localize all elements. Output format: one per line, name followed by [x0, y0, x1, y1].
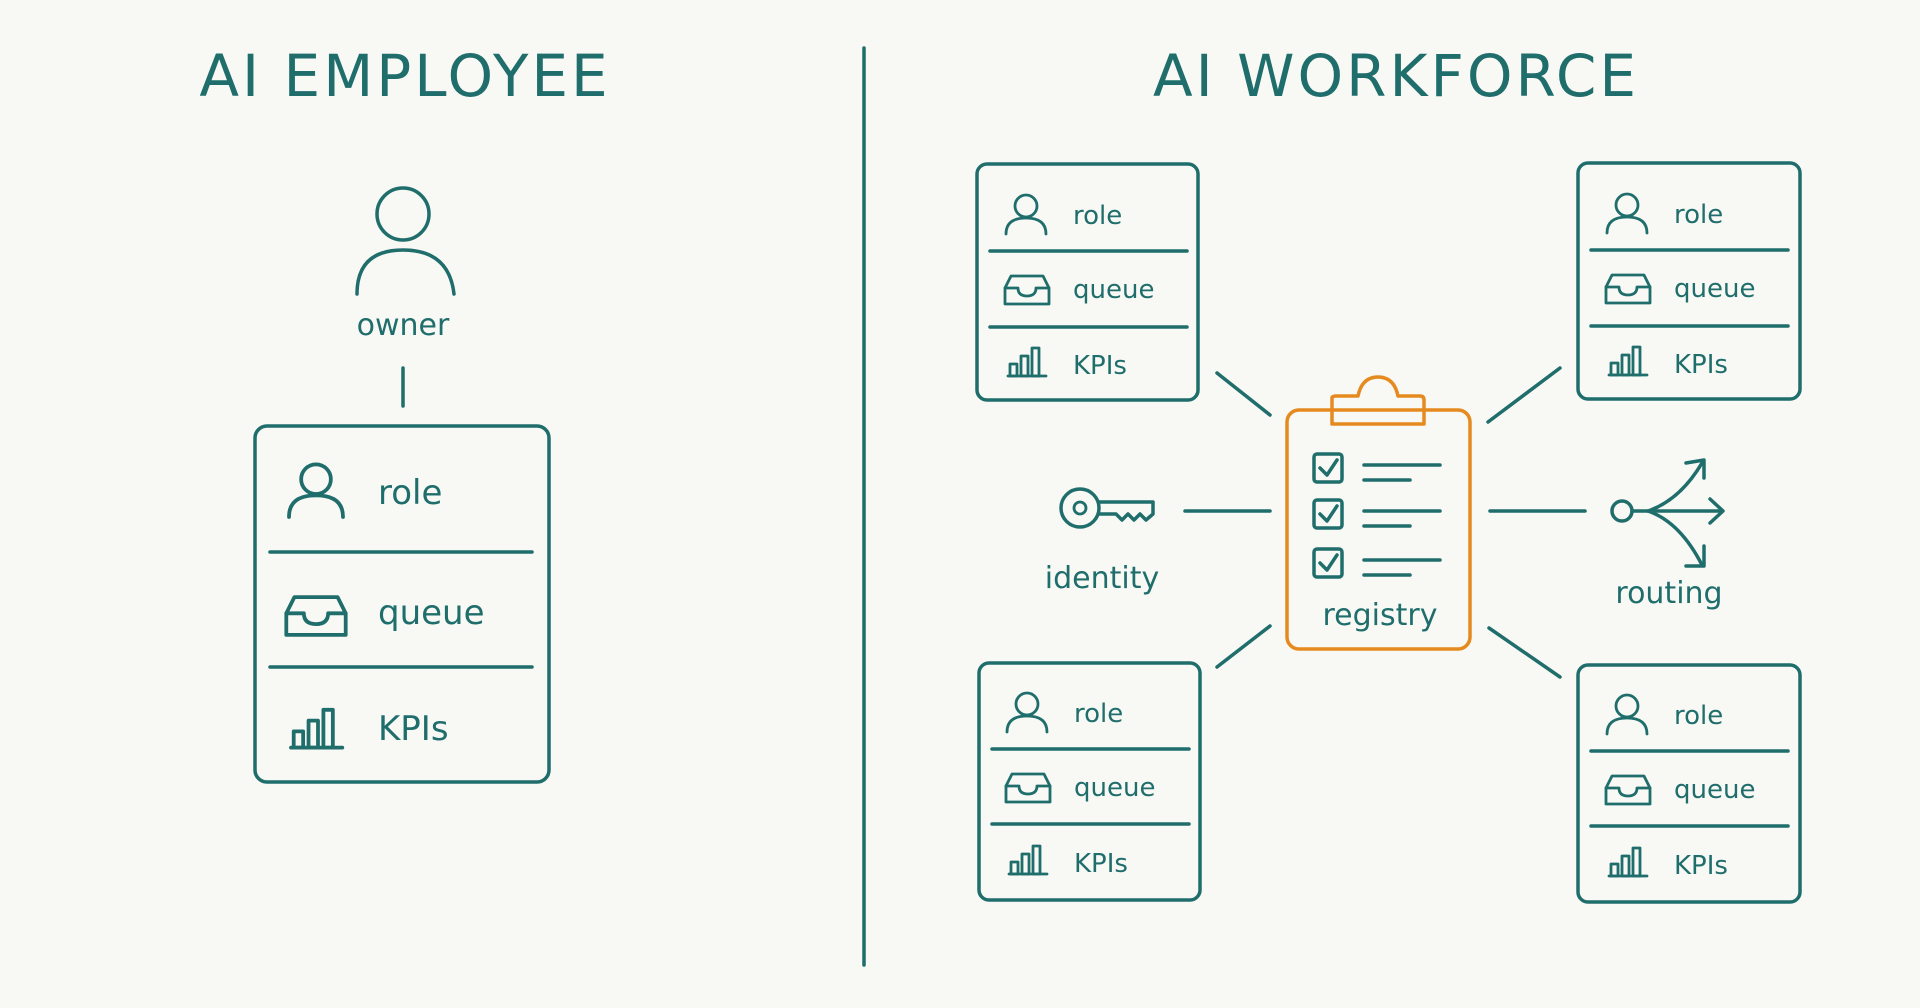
- kpi-bar-chart-icon: [289, 707, 345, 750]
- kpi-bar-chart-icon: [1607, 345, 1649, 377]
- owner-person-icon: [355, 186, 456, 296]
- kpis-label: KPIs: [378, 709, 449, 749]
- role-label: role: [1674, 701, 1723, 731]
- queue-tray-icon: [1004, 772, 1052, 804]
- kpi-bar-chart-icon: [1607, 846, 1649, 878]
- left-title: AI EMPLOYEE: [199, 42, 610, 110]
- role-person-icon: [287, 462, 345, 519]
- role-label: role: [378, 473, 442, 513]
- routing-branch-icon: [1610, 458, 1725, 568]
- owner-label: owner: [357, 308, 450, 343]
- queue-tray-icon: [1604, 774, 1652, 806]
- registry-label: registry: [1323, 598, 1438, 633]
- workforce-card-top-right: role queue KPIs: [1576, 161, 1802, 401]
- kpis-label: KPIs: [1674, 350, 1728, 380]
- role-person-icon: [1005, 691, 1049, 734]
- connector-lines: [1183, 366, 1587, 679]
- workforce-card-top-left: role queue KPIs: [975, 162, 1200, 402]
- identity-label: identity: [1045, 561, 1159, 596]
- workforce-card-bottom-right: role queue KPIs: [1576, 663, 1802, 904]
- role-label: role: [1073, 201, 1122, 231]
- queue-tray-icon: [1604, 273, 1652, 305]
- key-icon: [1059, 487, 1155, 529]
- queue-label: queue: [1073, 275, 1154, 305]
- right-title: AI WORKFORCE: [1153, 42, 1639, 110]
- kpi-bar-chart-icon: [1006, 346, 1048, 378]
- kpis-label: KPIs: [1073, 351, 1127, 381]
- queue-tray-icon: [1003, 274, 1051, 306]
- employee-card-frame: [253, 424, 551, 784]
- kpis-label: KPIs: [1074, 849, 1128, 879]
- registry-clipboard-icon: [1285, 375, 1472, 651]
- employee-card: role queue KPIs: [253, 424, 551, 784]
- queue-label: queue: [378, 593, 485, 633]
- routing-label: routing: [1615, 576, 1722, 611]
- queue-tray-icon: [284, 595, 348, 637]
- role-person-icon: [1605, 693, 1649, 736]
- role-person-icon: [1605, 192, 1649, 235]
- queue-label: queue: [1674, 775, 1755, 805]
- role-person-icon: [1004, 193, 1048, 236]
- queue-label: queue: [1674, 274, 1755, 304]
- queue-label: queue: [1074, 773, 1155, 803]
- kpi-bar-chart-icon: [1007, 844, 1049, 876]
- role-label: role: [1074, 699, 1123, 729]
- kpis-label: KPIs: [1674, 851, 1728, 881]
- workforce-card-bottom-left: role queue KPIs: [977, 661, 1202, 902]
- role-label: role: [1674, 200, 1723, 230]
